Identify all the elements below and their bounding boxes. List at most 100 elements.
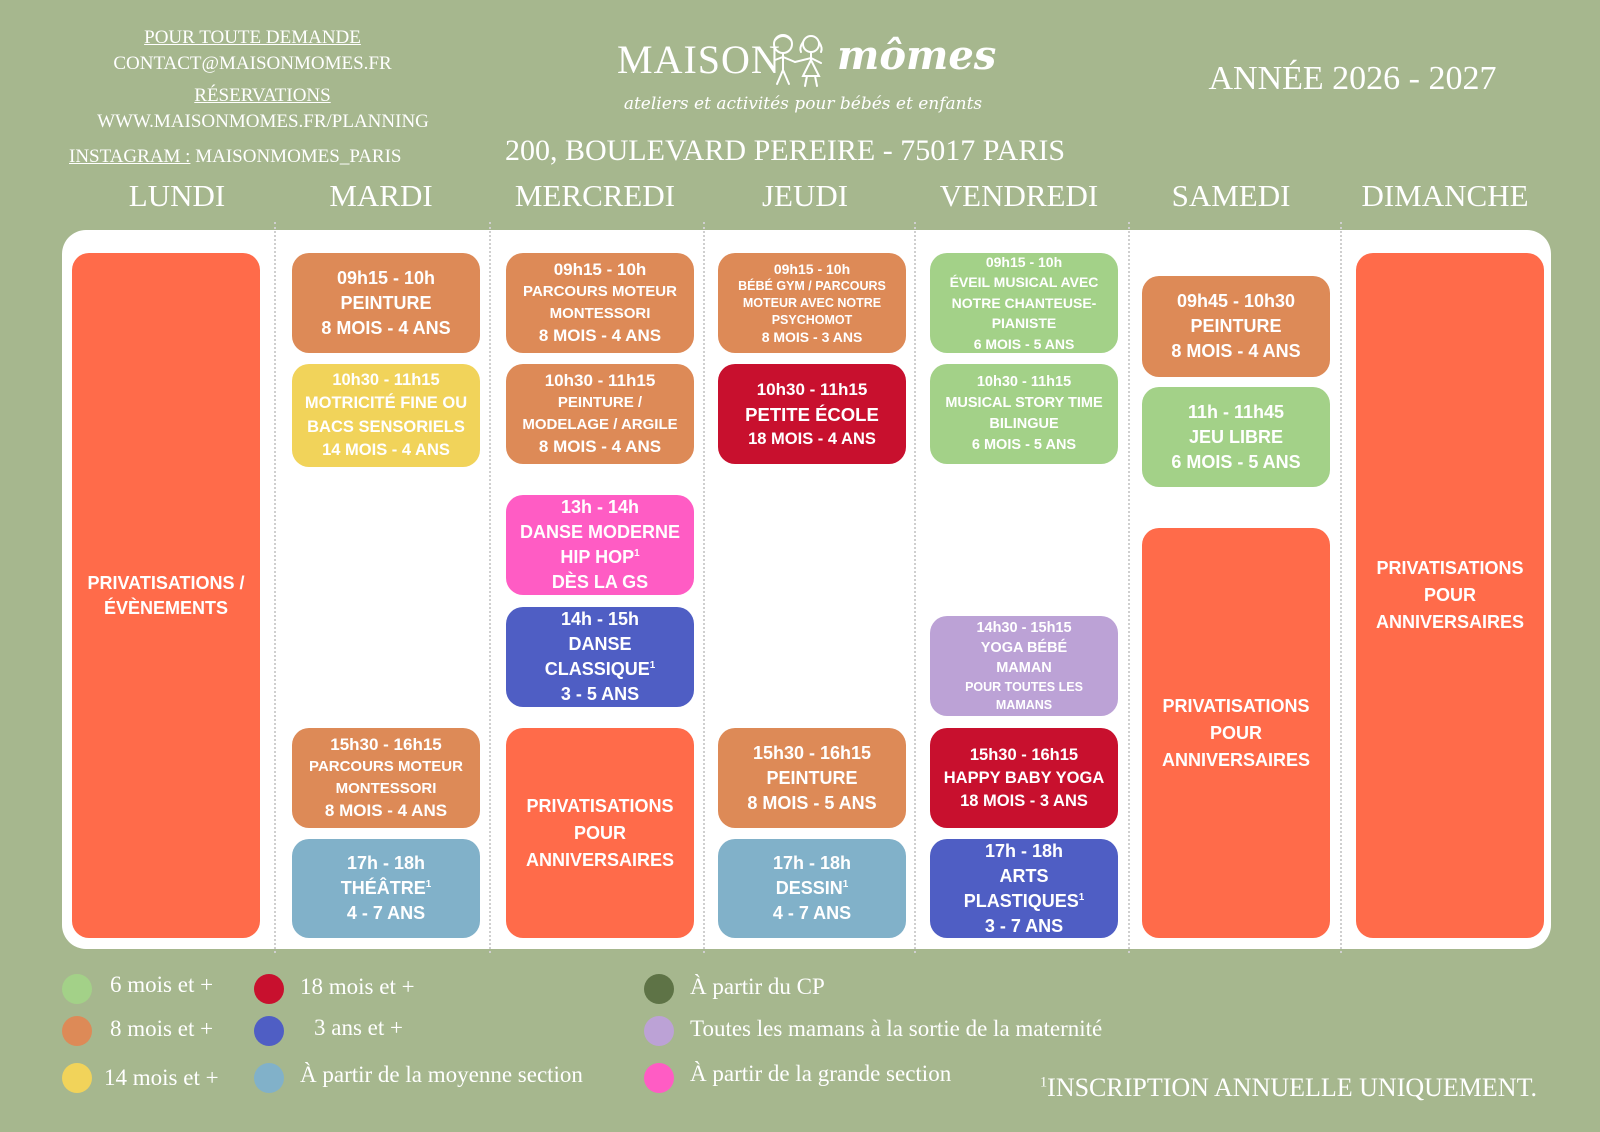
column-divider	[914, 222, 916, 953]
slot-lundi-privatisations[interactable]: PRIVATISATIONS / ÉVÈNEMENTS	[72, 253, 260, 938]
slot-activity-name: HIP HOP	[560, 547, 635, 567]
slot-activity: DESSIN1	[776, 876, 849, 901]
slot-activity: PLASTIQUES1	[964, 889, 1085, 914]
legend-label: À partir de la moyenne section	[300, 1062, 583, 1087]
slot-activity: BACS SENSORIELS	[307, 417, 465, 436]
slot-time: 10h30 - 11h15	[756, 379, 868, 399]
slot-age: 6 MOIS - 5 ANS	[1171, 451, 1301, 472]
slot-time: 15h30 - 16h15	[752, 742, 872, 763]
slot-activity: PEINTURE /	[557, 394, 643, 411]
slot-activity: PARCOURS MOTEUR	[309, 758, 463, 775]
slot-dimanche-privatisations[interactable]: PRIVATISATIONS POUR ANNIVERSAIRES	[1356, 253, 1544, 938]
logo: MAISON mômes	[617, 30, 1017, 90]
slot-activity: PETITE ÉCOLE	[745, 403, 879, 425]
slot-activity: JEU LIBRE	[1188, 426, 1284, 447]
slot-activity: PEINTURE	[1190, 316, 1282, 336]
slot-jeudi-petite-ecole[interactable]: 10h30 - 11h15 PETITE ÉCOLE 18 MOIS - 4 A…	[718, 364, 906, 464]
address: 200, BOULEVARD PEREIRE - 75017 PARIS	[504, 134, 1066, 167]
slot-jeudi-dessin[interactable]: 17h - 18h DESSIN1 4 - 7 ANS	[718, 839, 906, 938]
slot-activity: PRIVATISATIONS	[1376, 558, 1524, 578]
slot-samedi-jeu-libre[interactable]: 11h - 11h45 JEU LIBRE 6 MOIS - 5 ANS	[1142, 387, 1330, 487]
slot-activity-name: THÉÂTRE	[340, 878, 426, 898]
day-jeudi: JEUDI	[761, 178, 849, 213]
slot-activity: BILINGUE	[989, 416, 1059, 432]
column-divider	[489, 222, 491, 953]
slot-mercredi-privatisations[interactable]: PRIVATISATIONS POUR ANNIVERSAIRES	[506, 728, 694, 938]
logo-momes-text: mômes	[837, 32, 997, 79]
slot-age: 8 MOIS - 3 ANS	[761, 328, 863, 345]
slot-jeudi-peinture[interactable]: 15h30 - 16h15 PEINTURE 8 MOIS - 5 ANS	[718, 728, 906, 828]
instagram-line[interactable]: INSTAGRAM : MAISONMOMES_PARIS	[69, 147, 449, 166]
website-link[interactable]: WWW.MAISONMOMES.FR/PLANNING	[97, 111, 429, 132]
slot-age: DÈS LA GS	[551, 572, 649, 592]
legend-label: 6 mois et +	[110, 972, 214, 997]
slot-mardi-theatre[interactable]: 17h - 18h THÉÂTRE1 4 - 7 ANS	[292, 839, 480, 938]
slot-activity: DANSE MODERNE	[519, 522, 680, 542]
day-samedi: SAMEDI	[1171, 178, 1291, 213]
slot-mercredi-parcours[interactable]: 09h15 - 10h PARCOURS MOTEUR MONTESSORI 8…	[506, 253, 694, 353]
slot-mercredi-danse-classique[interactable]: 14h - 15h DANSE CLASSIQUE1 3 - 5 ANS	[506, 607, 694, 707]
slot-age: 6 MOIS - 5 ANS	[971, 437, 1077, 453]
slot-activity: YOGA BÉBÉ	[980, 640, 1068, 656]
footnote-text: INSCRIPTION ANNUELLE UNIQUEMENT.	[1047, 1073, 1538, 1102]
slot-age: 18 MOIS - 3 ANS	[960, 791, 1088, 810]
instagram-handle[interactable]: MAISONMOMES_PARIS	[195, 146, 402, 167]
slot-mardi-parcours[interactable]: 15h30 - 16h15 PARCOURS MOTEUR MONTESSORI…	[292, 728, 480, 828]
slot-time: 15h30 - 16h15	[330, 735, 442, 754]
slot-time: 17h - 18h	[346, 853, 426, 873]
footnote-mark: 1	[842, 879, 849, 890]
slot-age: 8 MOIS - 4 ANS	[324, 801, 448, 820]
slot-jeudi-bebe-gym[interactable]: 09h15 - 10h BÉBÉ GYM / PARCOURS MOTEUR A…	[718, 253, 906, 353]
slot-activity: PEINTURE	[340, 292, 432, 313]
slot-age: 8 MOIS - 5 ANS	[747, 792, 877, 813]
day-mercredi: MERCREDI	[514, 178, 676, 213]
slot-activity: DANSE	[568, 634, 632, 654]
day-lundi: LUNDI	[128, 178, 226, 213]
slot-time: 14h30 - 15h15	[976, 620, 1072, 636]
slot-activity: PIANISTE	[991, 315, 1057, 332]
slot-mardi-peinture[interactable]: 09h15 - 10h PEINTURE 8 MOIS - 4 ANS	[292, 253, 480, 353]
slot-activity-name: DESSIN	[775, 878, 843, 898]
slot-vendredi-story-time[interactable]: 10h30 - 11h15 MUSICAL STORY TIME BILINGU…	[930, 364, 1118, 464]
slot-activity: BÉBÉ GYM / PARCOURS	[738, 278, 886, 293]
slot-time: 09h15 - 10h	[985, 253, 1063, 270]
slot-samedi-peinture[interactable]: 09h45 - 10h30 PEINTURE 8 MOIS - 4 ANS	[1142, 276, 1330, 377]
legend-dot-sky	[254, 1063, 284, 1093]
slot-vendredi-yoga-maman[interactable]: 14h30 - 15h15 YOGA BÉBÉ MAMAN POUR TOUTE…	[930, 616, 1118, 716]
contact-email-link[interactable]: CONTACT@MAISONMOMES.FR	[113, 53, 392, 74]
legend-dot-yellow	[62, 1063, 92, 1093]
slot-mardi-motricite[interactable]: 10h30 - 11h15 MOTRICITÉ FINE OU BACS SEN…	[292, 364, 480, 467]
slot-age: 14 MOIS - 4 ANS	[322, 441, 450, 459]
slot-activity: MONTESSORI	[335, 780, 437, 797]
footnote-mark: 1	[649, 660, 656, 671]
slot-vendredi-happy-baby-yoga[interactable]: 15h30 - 16h15 HAPPY BABY YOGA 18 MOIS - …	[930, 728, 1118, 828]
slot-mercredi-danse-moderne[interactable]: 13h - 14h DANSE MODERNE HIP HOP1 DÈS LA …	[506, 495, 694, 595]
slot-time: 13h - 14h	[560, 497, 640, 517]
contact-heading: POUR TOUTE DEMANDE	[144, 27, 361, 48]
slot-mercredi-modelage[interactable]: 10h30 - 11h15 PEINTURE / MODELAGE / ARGI…	[506, 364, 694, 464]
slot-activity: PARCOURS MOTEUR	[523, 283, 677, 300]
slot-activity-name: PLASTIQUES	[963, 890, 1079, 911]
legend-dot-green	[62, 974, 92, 1004]
day-mardi: MARDI	[329, 178, 433, 213]
slot-activity: PSYCHOMOT	[771, 312, 853, 327]
slot-vendredi-arts-plastiques[interactable]: 17h - 18h ARTS PLASTIQUES1 3 - 7 ANS	[930, 839, 1118, 938]
instagram-label: INSTAGRAM :	[69, 146, 191, 167]
footnote-mark: 1	[634, 548, 640, 559]
slot-activity: ANNIVERSAIRES	[525, 849, 675, 870]
day-vendredi: VENDREDI	[939, 178, 1099, 213]
slot-activity: ANNIVERSAIRES	[1375, 612, 1525, 632]
slot-age: 3 - 7 ANS	[984, 915, 1064, 936]
slot-activity: MONTESSORI	[549, 305, 651, 322]
slot-activity: HIP HOP1	[560, 545, 639, 570]
slot-time: 09h15 - 10h	[773, 260, 851, 277]
tagline: ateliers et activités pour bébés et enfa…	[623, 94, 983, 114]
slot-vendredi-eveil-musical[interactable]: 09h15 - 10h ÉVEIL MUSICAL AVEC NOTRE CHA…	[930, 253, 1118, 353]
slot-activity: MOTRICITÉ FINE OU	[304, 394, 468, 412]
slot-activity: MAMAN	[996, 660, 1052, 676]
legend-label: 3 ans et +	[314, 1015, 403, 1040]
slot-activity-name: CLASSIQUE	[544, 659, 650, 679]
legend-label: À partir de la grande section	[690, 1061, 952, 1086]
legend-label: 14 mois et +	[104, 1065, 219, 1090]
slot-samedi-privatisations[interactable]: PRIVATISATIONS POUR ANNIVERSAIRES	[1142, 528, 1330, 938]
